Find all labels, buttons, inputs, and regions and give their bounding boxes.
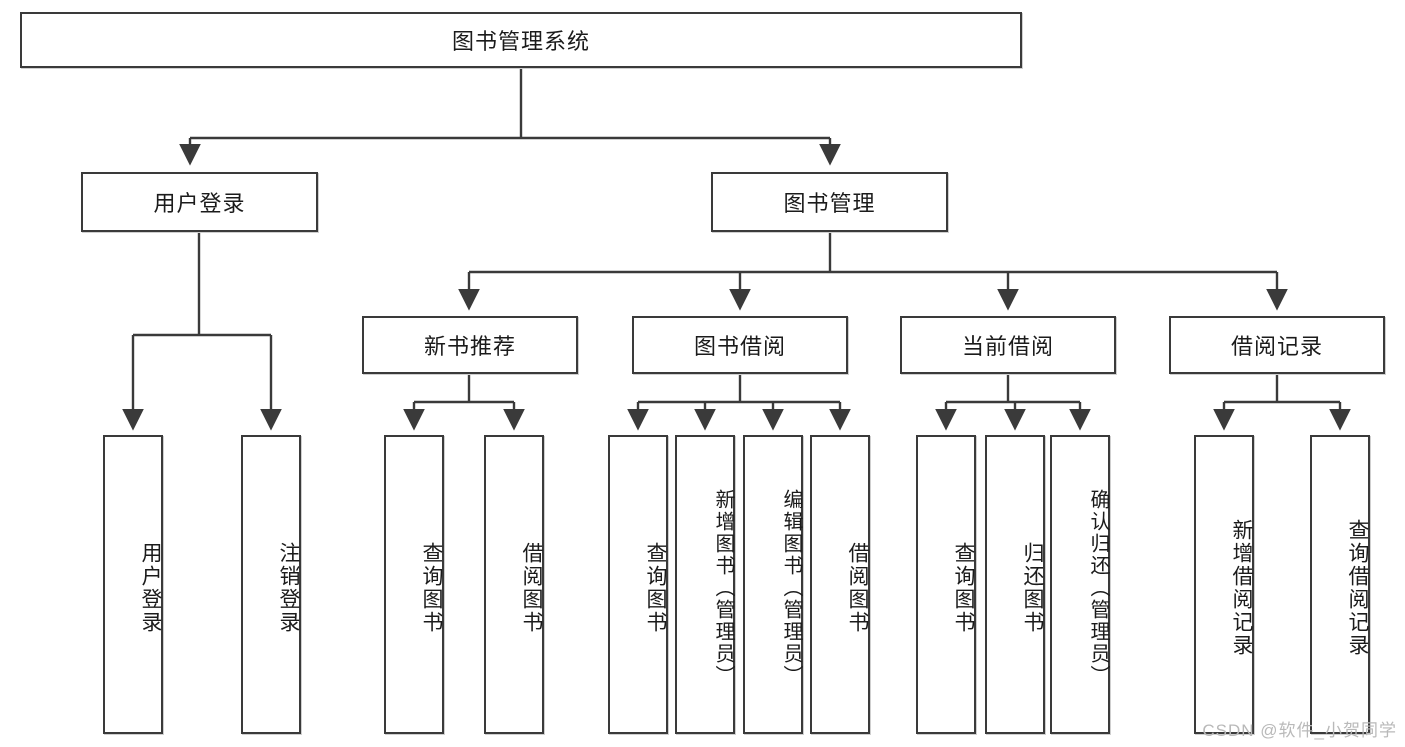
node-leaf-borrow-book-2[interactable]: 借阅图书 [810, 435, 870, 734]
node-label: 新书推荐 [423, 334, 516, 359]
node-label: 用户登录 [139, 541, 162, 634]
node-leaf-confirm-return[interactable]: 确认归还（管理员） [1050, 435, 1110, 734]
node-label: 借阅图书 [520, 541, 543, 634]
node-leaf-return-book[interactable]: 归还图书 [985, 435, 1045, 734]
node-book-manage[interactable]: 图书管理 [711, 172, 948, 232]
node-label: 编辑图书（管理员） [780, 488, 802, 687]
node-label: 图书管理系统 [451, 29, 590, 54]
node-leaf-borrow-book-1[interactable]: 借阅图书 [484, 435, 544, 734]
node-label: 新增图书（管理员） [712, 488, 734, 687]
node-leaf-user-logout[interactable]: 注销登录 [241, 435, 301, 734]
node-leaf-query-borrow-record[interactable]: 查询借阅记录 [1310, 435, 1370, 734]
node-borrow-record[interactable]: 借阅记录 [1169, 316, 1385, 374]
node-label: 查询图书 [644, 541, 667, 634]
node-label: 查询图书 [420, 541, 443, 634]
node-leaf-query-book-1[interactable]: 查询图书 [384, 435, 444, 734]
node-book-borrow[interactable]: 图书借阅 [632, 316, 848, 374]
node-leaf-edit-book[interactable]: 编辑图书（管理员） [743, 435, 803, 734]
node-label: 借阅图书 [846, 541, 869, 634]
node-label: 用户登录 [153, 191, 246, 216]
node-label: 新增借阅记录 [1230, 518, 1253, 657]
node-leaf-add-book[interactable]: 新增图书（管理员） [675, 435, 735, 734]
node-leaf-query-book-2[interactable]: 查询图书 [608, 435, 668, 734]
csdn-watermark: CSDN @软件_小贺同学 [1202, 721, 1397, 740]
node-leaf-query-book-3[interactable]: 查询图书 [916, 435, 976, 734]
node-label: 图书管理 [783, 191, 876, 216]
node-label: 图书借阅 [693, 334, 786, 359]
node-current-borrow[interactable]: 当前借阅 [900, 316, 1116, 374]
node-label: 借阅记录 [1230, 334, 1323, 359]
node-root-book-management-system[interactable]: 图书管理系统 [20, 12, 1022, 68]
node-label: 确认归还（管理员） [1087, 488, 1109, 687]
node-label: 查询图书 [952, 541, 975, 634]
node-new-book-recommend[interactable]: 新书推荐 [362, 316, 578, 374]
node-user-login[interactable]: 用户登录 [81, 172, 318, 232]
node-label: 注销登录 [277, 541, 300, 634]
node-leaf-user-login[interactable]: 用户登录 [103, 435, 163, 734]
node-label: 归还图书 [1021, 541, 1044, 634]
node-label: 当前借阅 [961, 334, 1054, 359]
node-leaf-add-borrow-record[interactable]: 新增借阅记录 [1194, 435, 1254, 734]
node-label: 查询借阅记录 [1346, 518, 1369, 657]
